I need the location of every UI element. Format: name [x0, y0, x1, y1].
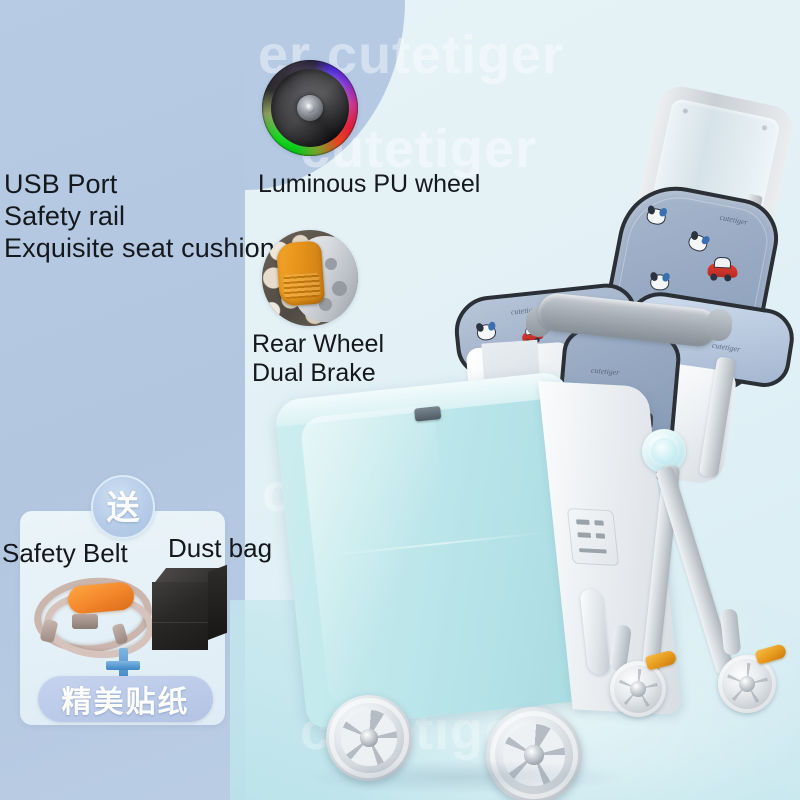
dust-bag-seam — [152, 622, 208, 623]
caster-fork — [719, 608, 742, 656]
caster-wheel-disc — [610, 661, 666, 717]
feature-line: Safety rail — [4, 201, 126, 231]
handle-rivet — [682, 108, 689, 114]
dust-bag-label: Dust bag — [168, 533, 273, 563]
usb-port-slot — [577, 532, 592, 538]
cartoon-dog-print-icon — [476, 323, 497, 342]
product-illustration: cutetiger cutetiger cutetiger cutetiger — [270, 82, 800, 800]
caster-wheel-disc — [718, 655, 776, 713]
cartoon-car-print-icon — [707, 263, 738, 278]
feature-line: USB Port — [4, 169, 118, 199]
dust-bag-side — [208, 564, 227, 640]
brake-wheel-dot — [331, 280, 347, 296]
usb-port-slot — [576, 519, 590, 525]
safety-belt-buckle — [72, 614, 98, 629]
ground-shadow — [300, 760, 630, 794]
brake-wheel-dot — [324, 258, 337, 271]
luggage-wheel-hub — [360, 729, 378, 747]
usb-port-slot — [595, 533, 606, 539]
brake-lever — [276, 240, 326, 308]
luggage-wheel-hub — [524, 745, 544, 765]
feature-line: Exquisite seat cushion — [4, 233, 275, 263]
caster-hub — [738, 675, 756, 693]
luminous-wheel-bolt — [304, 102, 316, 114]
suitcase-latch — [413, 405, 441, 422]
feature-list: USB Port Safety rail Exquisite seat cush… — [4, 168, 275, 264]
safety-belt-icon — [28, 570, 158, 662]
luggage-wheel-rim — [489, 710, 579, 800]
safety-belt-label: Safety Belt — [2, 538, 128, 568]
handle-rivet — [761, 124, 768, 131]
rear-brake-label-line2: Dual Brake — [252, 359, 376, 387]
luminous-wheel-label: Luminous PU wheel — [258, 170, 481, 198]
dust-bag-front — [152, 582, 208, 650]
rear-brake-label-line1: Rear Wheel — [252, 330, 384, 358]
brake-wheel-dot — [319, 297, 333, 311]
usb-port-slot — [579, 548, 607, 554]
sticker-pill: 精美贴纸 — [38, 676, 213, 722]
plus-icon — [106, 648, 140, 682]
dust-bag-icon — [152, 564, 230, 650]
frame-joint-cap-inner — [650, 437, 678, 465]
brake-pedal — [754, 643, 788, 665]
usb-port-slot — [594, 520, 604, 526]
seat-script-text: cutetiger — [590, 365, 620, 378]
brake-lever-grip — [282, 272, 321, 300]
caster-hub — [630, 681, 646, 697]
luggage-wheel-right — [486, 707, 582, 800]
usb-port-panel — [566, 507, 620, 567]
rear-brake-label: Rear Wheel Dual Brake — [252, 330, 384, 388]
luggage-wheel-rim — [329, 698, 409, 778]
cartoon-dog-print-icon — [649, 273, 670, 291]
seat-script-text: cutetiger — [711, 340, 741, 354]
rear-brake-icon — [262, 230, 358, 326]
luminous-wheel-icon — [262, 60, 358, 156]
luggage-wheel-left — [326, 695, 412, 781]
gift-badge: 送 — [91, 475, 155, 539]
